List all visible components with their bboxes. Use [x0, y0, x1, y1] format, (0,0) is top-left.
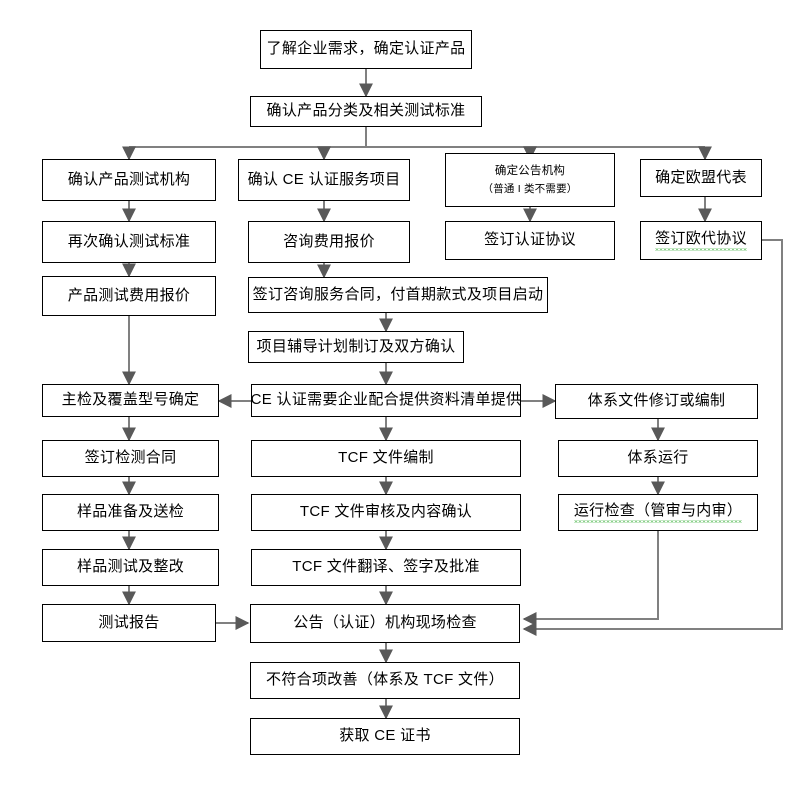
- node-label: 获取 CE 证书: [339, 727, 431, 745]
- node-operation-inspection[interactable]: 运行检查（管审与内审）: [558, 494, 758, 531]
- node-label: TCF 文件审核及内容确认: [299, 503, 473, 521]
- node-label: TCF 文件编制: [338, 449, 434, 467]
- node-label: 不符合项改善（体系及 TCF 文件）: [266, 671, 504, 689]
- node-label: 签订咨询服务合同，付首期款式及项目启动: [252, 285, 544, 303]
- node-label: 咨询费用报价: [283, 232, 375, 250]
- node-label: 了解企业需求，确定认证产品: [266, 40, 466, 58]
- node-label: 确认产品测试机构: [67, 170, 191, 188]
- node-nonconformity-improvement[interactable]: 不符合项改善（体系及 TCF 文件）: [250, 662, 520, 699]
- node-label: 公告（认证）机构现场检查: [293, 614, 477, 632]
- node-label: TCF 文件翻译、签字及批准: [292, 558, 480, 576]
- node-tcf-translation-signature-approval[interactable]: TCF 文件翻译、签字及批准: [251, 549, 521, 586]
- node-product-test-fee-quote[interactable]: 产品测试费用报价: [42, 276, 216, 316]
- node-label: 主检及覆盖型号确定: [61, 391, 200, 409]
- node-sign-testing-contract[interactable]: 签订检测合同: [42, 440, 219, 477]
- node-label: 体系运行: [627, 449, 689, 467]
- node-understand-requirements[interactable]: 了解企业需求，确定认证产品: [260, 30, 472, 69]
- node-consulting-fee-quote[interactable]: 咨询费用报价: [248, 221, 410, 263]
- node-sample-prep-submission[interactable]: 样品准备及送检: [42, 494, 219, 531]
- node-project-coaching-plan[interactable]: 项目辅导计划制订及双方确认: [248, 331, 464, 363]
- node-test-report[interactable]: 测试报告: [42, 604, 216, 642]
- node-system-operation[interactable]: 体系运行: [558, 440, 758, 477]
- node-tcf-review-confirmation[interactable]: TCF 文件审核及内容确认: [251, 494, 521, 531]
- node-label: 签订认证协议: [484, 231, 576, 249]
- node-label: 样品测试及整改: [76, 558, 185, 576]
- node-label: 运行检查（管审与内审）: [573, 501, 743, 524]
- node-label: 体系文件修订或编制: [587, 392, 726, 410]
- node-tcf-document-preparation[interactable]: TCF 文件编制: [251, 440, 521, 477]
- node-system-docs-revision[interactable]: 体系文件修订或编制: [555, 384, 758, 419]
- node-label-line2: （普通 I 类不需要）: [482, 182, 578, 195]
- node-label: 再次确认测试标准: [67, 232, 191, 250]
- node-ce-required-documents-list[interactable]: CE 认证需要企业配合提供资料清单提供: [251, 384, 521, 417]
- node-label: 样品准备及送检: [76, 503, 185, 521]
- node-label: 签订欧代协议: [655, 229, 747, 252]
- node-sample-test-rectification[interactable]: 样品测试及整改: [42, 549, 219, 586]
- node-label-line1: 确定公告机构: [494, 165, 566, 178]
- node-label: 确认 CE 认证服务项目: [247, 170, 401, 188]
- edge-n10-n26: [522, 239, 783, 636]
- node-label: 测试报告: [98, 613, 160, 631]
- node-sign-consulting-contract[interactable]: 签订咨询服务合同，付首期款式及项目启动: [248, 277, 548, 313]
- node-sign-certification-agreement[interactable]: 签订认证协议: [445, 221, 615, 260]
- node-label: 确定欧盟代表: [655, 168, 747, 186]
- node-label: CE 认证需要企业配合提供资料清单提供: [250, 391, 522, 409]
- node-confirm-test-lab[interactable]: 确认产品测试机构: [42, 159, 216, 201]
- node-label: 项目辅导计划制订及双方确认: [256, 337, 456, 355]
- edge-n22-n26: [522, 531, 659, 626]
- node-notified-body-onsite-audit[interactable]: 公告（认证）机构现场检查: [250, 604, 520, 643]
- node-sign-eu-rep-agreement[interactable]: 签订欧代协议: [640, 221, 762, 260]
- node-determine-eu-representative[interactable]: 确定欧盟代表: [640, 159, 762, 197]
- node-label: 产品测试费用报价: [67, 286, 191, 304]
- node-label: 确认产品分类及相关测试标准: [266, 102, 466, 120]
- node-confirm-ce-service-items[interactable]: 确认 CE 认证服务项目: [238, 159, 410, 201]
- node-determine-notified-body[interactable]: 确定公告机构 （普通 I 类不需要）: [445, 153, 615, 207]
- node-main-test-model-coverage[interactable]: 主检及覆盖型号确定: [42, 384, 219, 417]
- node-reconfirm-test-standards[interactable]: 再次确认测试标准: [42, 221, 216, 263]
- node-confirm-classification-standards[interactable]: 确认产品分类及相关测试标准: [250, 96, 482, 127]
- node-obtain-ce-certificate[interactable]: 获取 CE 证书: [250, 718, 520, 755]
- node-label: 签订检测合同: [84, 449, 177, 467]
